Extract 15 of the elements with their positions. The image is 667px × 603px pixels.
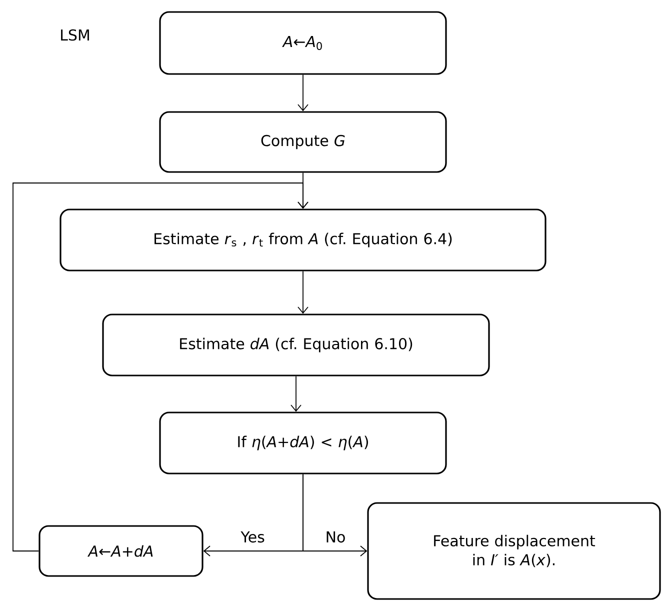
arrow: [298, 74, 308, 112]
arrow: [302, 474, 368, 556]
arrow: [290, 376, 302, 412]
process-box: A←A+dA: [38, 525, 204, 577]
label-text: LSM: [61, 29, 89, 41]
edge-label: No: [326, 531, 345, 543]
process-box: If η(A+dA) < η(A): [159, 412, 447, 474]
process-box: Compute G: [159, 111, 447, 173]
process-box: A←A$_{0}$: [159, 11, 447, 75]
arrow: [298, 270, 308, 314]
edge-label: Yes: [240, 531, 264, 543]
arrow: [12, 182, 308, 552]
process-box: Feature displacement in I′ is A(x).: [367, 502, 661, 600]
process-box: Estimate dA (cf. Equation 6.10): [102, 314, 490, 376]
process-box: Estimate r$_{s}$ , r$_{t}$ from A (cf. Equation 6.4): [60, 208, 546, 272]
